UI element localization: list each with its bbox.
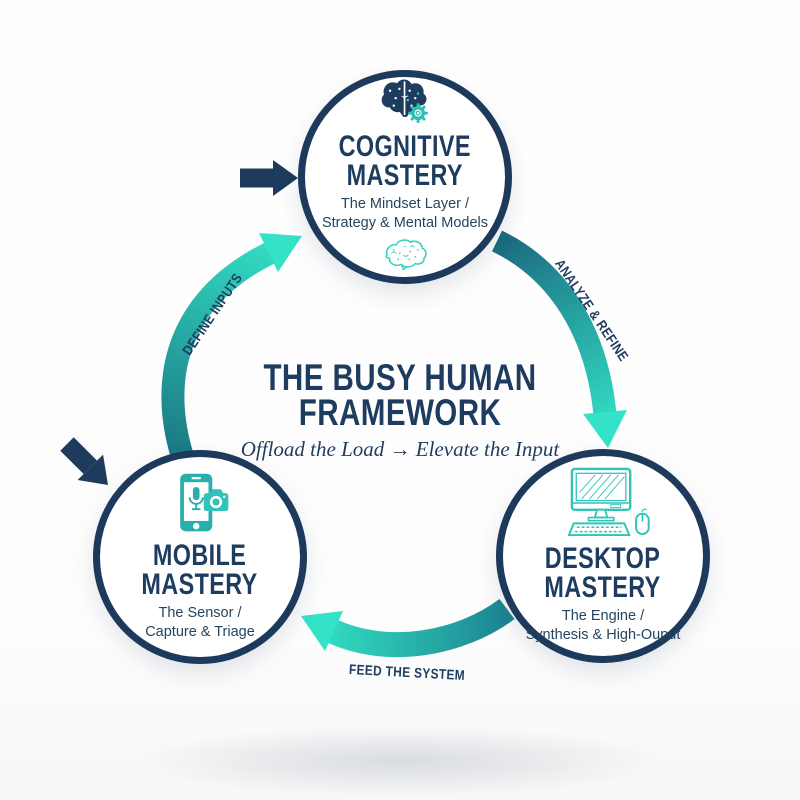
node-subtitle: The Sensor / Capture & Triage (145, 604, 255, 642)
node-desktop-mastery: DESKTOP MASTERY The Engine / Synthesis &… (496, 449, 710, 663)
center-heading: THE BUSY HUMAN FRAMEWORK Offload the Loa… (229, 357, 570, 462)
node-subtitle-line2: Capture & Triage (145, 624, 255, 641)
phone-mic-camera-icon (166, 472, 234, 539)
node-subtitle: The Engine / Synthesis & High-Ouput (526, 607, 681, 645)
page-title-line2: FRAMEWORK (298, 392, 502, 434)
brain-circuit-gear-icon (377, 77, 433, 130)
arrow-define-inputs-head (259, 233, 302, 272)
node-cognitive-mastery: COGNITIVE MASTERY The Mindset Layer / St… (298, 70, 512, 284)
node-title: COGNITIVE MASTERY (338, 130, 472, 193)
entry-arrow-mobile-icon (60, 437, 109, 486)
brain-sketch-icon (381, 236, 429, 279)
arrow-analyze-refine-head (583, 410, 627, 448)
desktop-keyboard-mouse-icon (554, 467, 652, 542)
node-title-line2: MASTERY (544, 571, 662, 605)
node-title-line1: COGNITIVE (338, 130, 472, 164)
node-subtitle-line2: Synthesis & High-Ouput (525, 627, 681, 644)
node-title-line2: MASTERY (346, 159, 464, 193)
entry-arrow-cognitive-icon (240, 160, 298, 196)
node-title-line1: MOBILE (153, 539, 247, 573)
node-subtitle-line2: Strategy & Mental Models (321, 215, 489, 232)
page-title-line1: THE BUSY HUMAN (263, 357, 537, 398)
node-title-line1: DESKTOP (545, 542, 661, 576)
node-title-line2: MASTERY (141, 568, 259, 602)
page-tagline: Offload the Load → Elevate the Input (240, 437, 560, 462)
node-title: MOBILE MASTERY (141, 539, 259, 602)
node-subtitle-line1: The Mindset Layer / (340, 196, 470, 213)
node-subtitle: The Mindset Layer / Strategy & Mental Mo… (322, 195, 488, 233)
arrow-feed-system-body (324, 598, 515, 658)
node-subtitle-line1: The Sensor / (158, 605, 242, 622)
arrow-define-inputs-body (161, 241, 278, 475)
arrow-feed-system-head (301, 611, 343, 651)
arrow-analyze-refine-body (491, 230, 617, 417)
node-mobile-mastery: MOBILE MASTERY The Sensor / Capture & Tr… (93, 450, 307, 664)
node-title: DESKTOP MASTERY (544, 542, 662, 605)
camera-badge (203, 489, 229, 512)
page-title: THE BUSY HUMAN FRAMEWORK (263, 357, 537, 434)
node-subtitle-line1: The Engine / (561, 608, 645, 625)
